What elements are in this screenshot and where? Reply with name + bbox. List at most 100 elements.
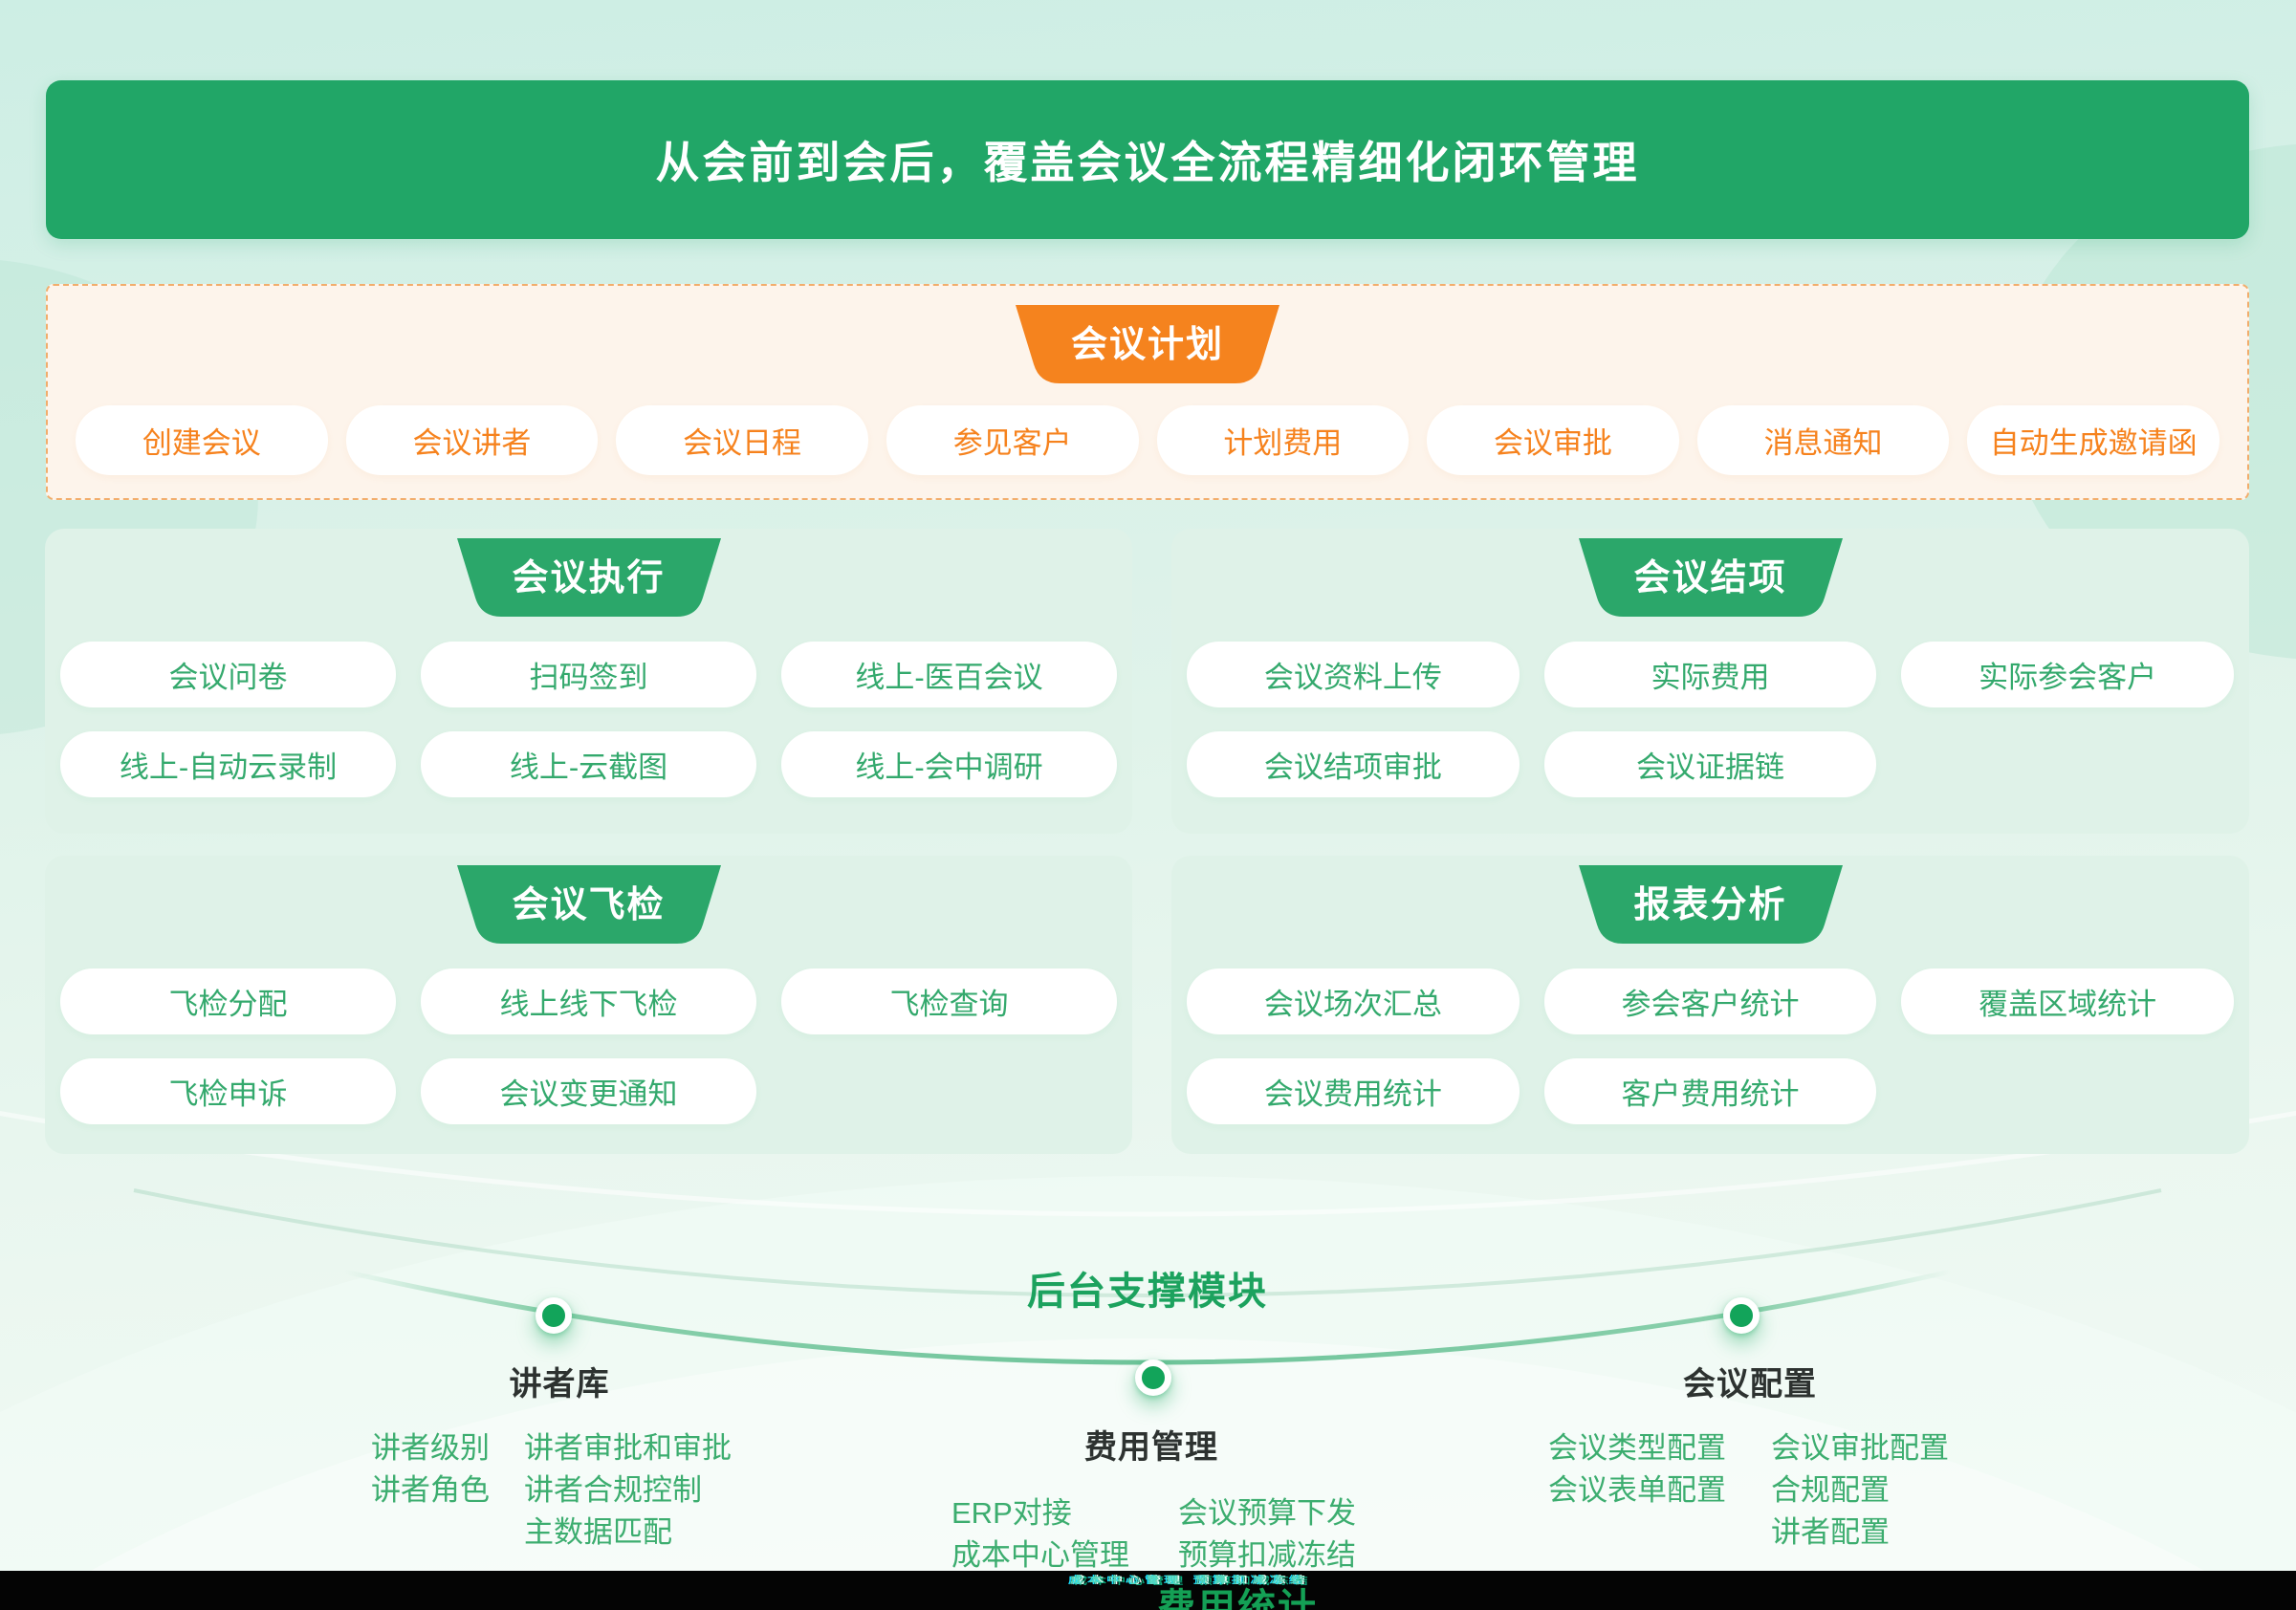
- backend-item: 讲者审批和审批: [524, 1431, 732, 1465]
- section-meeting-inspection: 会议飞检 飞检分配 线上线下飞检 飞检查询 飞检申诉 会议变更通知: [45, 856, 1132, 1154]
- feature-pill: 会议审批: [1427, 405, 1679, 475]
- feature-pill: 线上-自动云录制: [60, 731, 396, 797]
- speaker-library-items-col1: 讲者级别 讲者角色: [371, 1427, 490, 1512]
- section-meeting-execution: 会议执行 会议问卷 扫码签到 线上-医百会议 线上-自动云录制 线上-云截图 线…: [45, 529, 1132, 834]
- feature-pill: 参会客户统计: [1543, 968, 1877, 1034]
- feature-pill: 飞检查询: [781, 968, 1117, 1034]
- timeline-node-dot: [1723, 1297, 1760, 1334]
- feature-pill: 会议日程: [616, 405, 868, 475]
- feature-pill-label: 会议结项审批: [1263, 751, 1442, 784]
- section-header-label: 会议计划: [1070, 324, 1224, 365]
- section-header-label: 报表分析: [1633, 884, 1787, 925]
- feature-pill-label: 线上-自动云录制: [119, 751, 338, 784]
- backend-item: 成本中心管理: [951, 1538, 1129, 1572]
- feature-pill: 覆盖区域统计: [1901, 968, 2234, 1034]
- feature-pill: 创建会议: [76, 405, 328, 475]
- section-header-tab-report: 报表分析: [1577, 865, 1845, 944]
- feature-pill: 飞检分配: [60, 968, 396, 1034]
- feature-pill-label: 会议资料上传: [1263, 661, 1442, 694]
- feature-pill: 会议证据链: [1543, 731, 1877, 797]
- feature-pill: 线上-云截图: [421, 731, 756, 797]
- feature-pill-label: 飞检查询: [889, 988, 1009, 1021]
- feature-pill: 线上-会中调研: [781, 731, 1117, 797]
- backend-item: 合规配置: [1771, 1473, 1890, 1507]
- feature-pill-label: 线上-云截图: [509, 751, 668, 784]
- feature-pill-label: 参会客户统计: [1621, 988, 1800, 1021]
- feature-pill: 飞检申诉: [60, 1058, 396, 1124]
- feature-pill: 消息通知: [1696, 405, 1950, 475]
- backend-item: 会议审批配置: [1771, 1431, 1949, 1465]
- feature-pill-label: 会议费用统计: [1263, 1077, 1442, 1111]
- banner-title: 从会前到会后，覆盖会议全流程精细化闭环管理: [655, 138, 1640, 187]
- feature-pill-label: 会议证据链: [1635, 751, 1784, 784]
- feature-pill: 会议场次汇总: [1187, 968, 1520, 1034]
- feature-pill-label: 会议讲者: [412, 426, 532, 460]
- trapezoid-shape: [1016, 305, 1279, 383]
- backend-item: 主数据匹配: [524, 1515, 672, 1549]
- backend-item: 会议预算下发: [1178, 1496, 1356, 1530]
- backend-modules-title: 后台支撑模块: [1027, 1271, 1268, 1313]
- feature-pill-label: 客户费用统计: [1621, 1077, 1800, 1111]
- meeting-configuration-items-col2: 会议审批配置 合规配置 讲者配置: [1771, 1427, 1949, 1554]
- feature-pill-label: 线上-医百会议: [855, 661, 1043, 694]
- backend-item: 会议类型配置: [1548, 1431, 1726, 1465]
- section-header-tab-closure: 会议结项: [1577, 538, 1845, 617]
- feature-pill: 扫码签到: [421, 642, 756, 707]
- group-title-expense-management: 费用管理: [1084, 1429, 1218, 1466]
- section-header-label: 会议飞检: [512, 884, 666, 925]
- feature-pill-label: 会议变更通知: [499, 1077, 678, 1111]
- feature-pill-label: 飞检申诉: [168, 1077, 288, 1111]
- feature-pill-label: 计划费用: [1223, 426, 1343, 460]
- section-header-label: 会议结项: [1633, 557, 1787, 598]
- section-report-analysis: 报表分析 会议场次汇总 参会客户统计 覆盖区域统计 会议费用统计 客户费用统计: [1171, 856, 2249, 1154]
- feature-pill-label: 会议日程: [683, 426, 802, 460]
- section-header-tab-inspection: 会议飞检: [455, 865, 723, 944]
- feature-pill-label: 覆盖区域统计: [1979, 988, 2157, 1021]
- feature-pill: 自动生成邀请函: [1967, 405, 2219, 475]
- inspection-feature-list: 飞检分配 线上线下飞检 飞检查询 飞检申诉 会议变更通知: [60, 968, 1117, 1124]
- feature-pill: 会议问卷: [60, 642, 396, 707]
- feature-pill-label: 实际费用: [1651, 661, 1770, 694]
- feature-pill-label: 线上线下飞检: [499, 988, 678, 1021]
- feature-pill: 会议费用统计: [1187, 1058, 1520, 1124]
- group-title-meeting-configuration: 会议配置: [1683, 1366, 1817, 1403]
- meeting-configuration-items-col1: 会议类型配置 会议表单配置: [1548, 1427, 1726, 1512]
- backend-item: 讲者合规控制: [524, 1473, 702, 1507]
- plan-feature-list: 创建会议 会议讲者 会议日程 参见客户 计划费用 会议审批 消息通知 自动生成邀…: [76, 405, 2219, 475]
- trapezoid-shape: [456, 865, 721, 944]
- report-feature-list: 会议场次汇总 参会客户统计 覆盖区域统计 会议费用统计 客户费用统计: [1187, 968, 2234, 1124]
- feature-pill: 线上-医百会议: [781, 642, 1117, 707]
- section-meeting-plan: 会议计划 创建会议 会议讲者 会议日程 参见客户 计划费用 会议审批 消息通知 …: [46, 284, 2249, 500]
- group-title-speaker-library: 讲者库: [509, 1366, 610, 1403]
- feature-pill: 参见客户: [886, 405, 1139, 475]
- feature-pill: 会议资料上传: [1187, 642, 1520, 707]
- feature-pill: 会议结项审批: [1187, 731, 1520, 797]
- feature-pill-label: 消息通知: [1763, 426, 1883, 460]
- feature-pill: 会议变更通知: [421, 1058, 756, 1124]
- feature-pill-label: 会议问卷: [168, 661, 288, 694]
- backend-item: 讲者角色: [371, 1473, 490, 1507]
- feature-pill-label: 会议审批: [1493, 426, 1612, 460]
- backend-item: 会议表单配置: [1548, 1473, 1726, 1507]
- feature-pill: 客户费用统计: [1543, 1058, 1877, 1124]
- speaker-library-items-col2: 讲者审批和审批 讲者合规控制 主数据匹配: [524, 1427, 732, 1554]
- feature-pill: 会议讲者: [345, 405, 599, 475]
- feature-pill-label: 线上-会中调研: [855, 751, 1043, 784]
- feature-pill-label: 实际参会客户: [1979, 661, 2157, 694]
- section-header-label: 会议执行: [512, 557, 666, 598]
- expense-management-items-col1: ERP对接 成本中心管理: [951, 1492, 1129, 1577]
- trapezoid-shape: [1578, 865, 1843, 944]
- backend-item: 预算扣减冻结: [1178, 1538, 1356, 1572]
- backend-item: 讲者级别: [371, 1431, 490, 1465]
- timeline-node-dot: [1135, 1360, 1171, 1396]
- trapezoid-shape: [1578, 538, 1843, 617]
- feature-pill: 实际参会客户: [1901, 642, 2234, 707]
- execution-feature-list: 会议问卷 扫码签到 线上-医百会议 线上-自动云录制 线上-云截图 线上-会中调…: [60, 642, 1117, 797]
- section-header-tab-execution: 会议执行: [455, 538, 723, 617]
- feature-pill-label: 自动生成邀请函: [1989, 426, 2198, 460]
- feature-pill-label: 扫码签到: [529, 661, 648, 694]
- feature-pill-label: 飞检分配: [168, 988, 288, 1021]
- feature-pill: 计划费用: [1156, 405, 1410, 475]
- trapezoid-shape: [456, 538, 721, 617]
